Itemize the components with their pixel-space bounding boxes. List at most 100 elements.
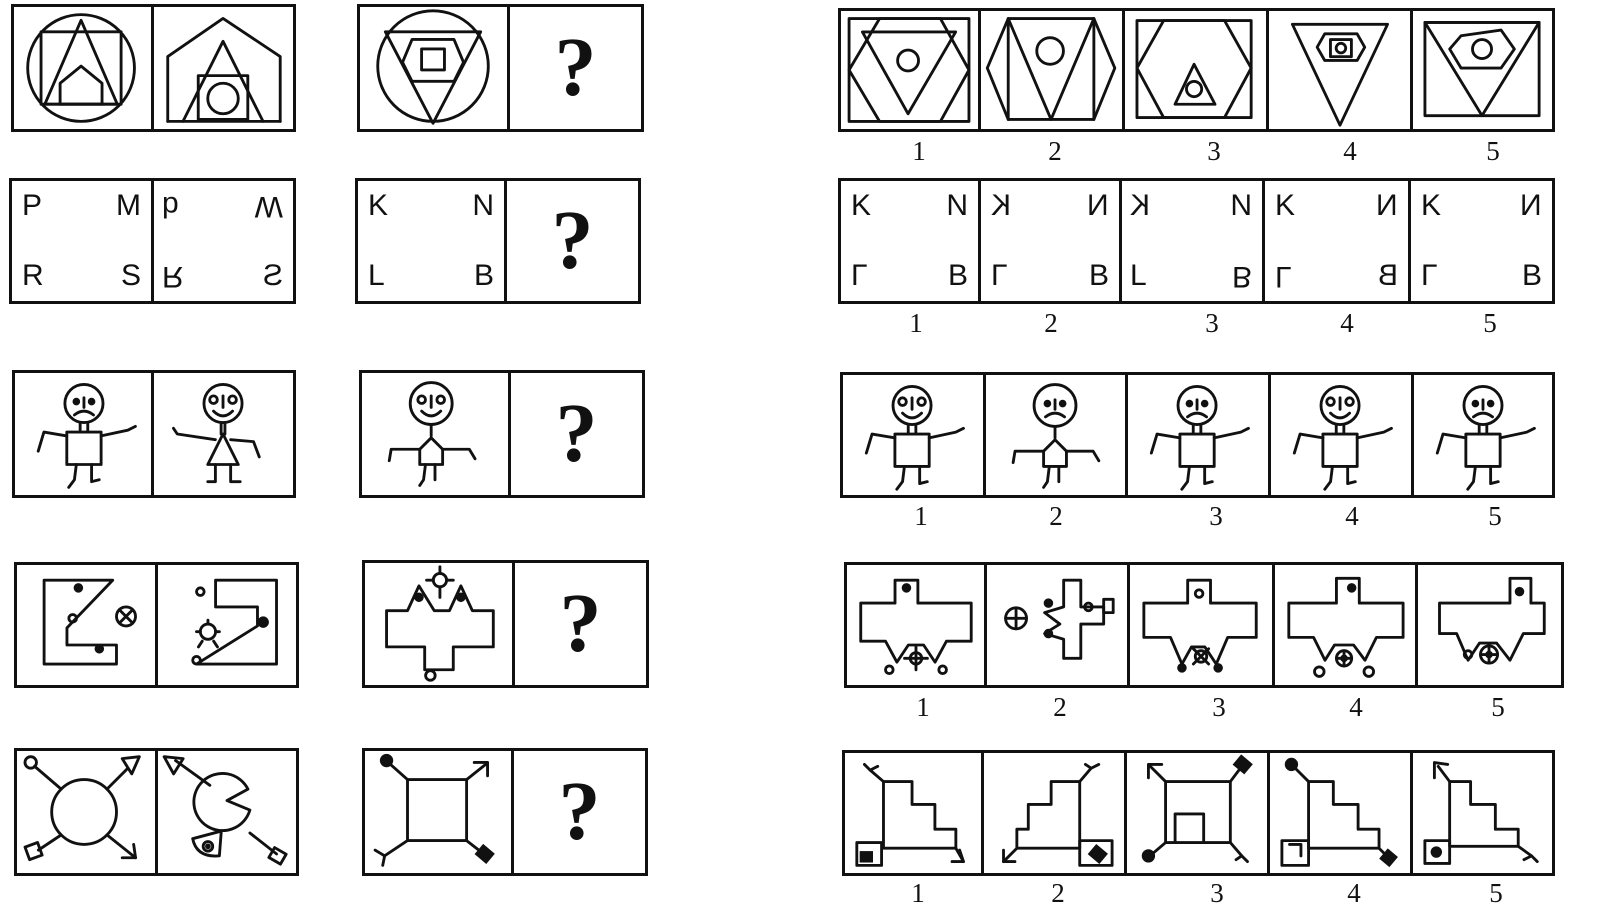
option-number: 3: [1210, 878, 1224, 908]
row1-option-4[interactable]: [1266, 8, 1413, 132]
row3-option-1[interactable]: [840, 372, 986, 498]
question-mark: ?: [551, 194, 594, 287]
letter: B: [947, 259, 968, 292]
row5-answer-slot[interactable]: ?: [511, 748, 648, 876]
row1-option-3[interactable]: [1122, 8, 1269, 132]
row1-option-2[interactable]: [978, 8, 1126, 132]
letter: N: [946, 189, 968, 222]
row1-option-5[interactable]: [1410, 8, 1555, 132]
row2-option-1[interactable]: K N Г B: [838, 178, 981, 304]
row4-option-5[interactable]: [1415, 562, 1564, 688]
row4-option-2[interactable]: [984, 562, 1130, 688]
row5-option-2[interactable]: [981, 750, 1127, 876]
row3-option-4[interactable]: [1268, 372, 1414, 498]
option-number: 1: [912, 136, 926, 166]
letter: B: [1377, 259, 1398, 292]
question-mark: ?: [554, 21, 597, 114]
row4-option-3[interactable]: [1127, 562, 1275, 688]
option-number: 3: [1207, 136, 1221, 166]
row1-example-b: [151, 4, 296, 132]
option-number: 5: [1483, 308, 1497, 338]
letter: B: [1521, 259, 1542, 292]
option-number: 3: [1212, 692, 1226, 722]
row1-option-1[interactable]: [838, 8, 981, 132]
letter: b: [162, 190, 179, 223]
letter: L: [368, 259, 385, 292]
row2-option-3[interactable]: K N L B: [1119, 178, 1265, 304]
notched-shape-with-dots-icon: [42, 578, 137, 666]
row2-example-b: b W R S: [151, 178, 296, 304]
letter: Г: [1421, 259, 1438, 292]
letter: R: [22, 259, 44, 292]
stick-figure-icon: [1011, 383, 1101, 489]
letter: K: [1275, 189, 1296, 222]
row1-example-a: [11, 4, 154, 132]
stick-figure-icon: [1292, 384, 1393, 491]
row4-example-a: [14, 562, 158, 688]
shape-with-corner-arrows-icon: [373, 753, 495, 867]
row4-option-4[interactable]: [1272, 562, 1418, 688]
letter: N: [1376, 189, 1398, 222]
row5-option-1[interactable]: [842, 750, 984, 876]
letter: Г: [851, 259, 868, 292]
letter: K: [851, 189, 872, 222]
row2-task: K N L B: [355, 178, 507, 304]
option-number: 4: [1345, 501, 1359, 531]
option-number: 5: [1486, 136, 1500, 166]
row4-answer-slot[interactable]: ?: [512, 560, 649, 688]
row3-answer-slot[interactable]: ?: [508, 370, 645, 498]
circle-triangle-hexagon-square-icon: [376, 9, 490, 125]
letter: L: [1130, 259, 1147, 292]
option-number: 4: [1343, 136, 1357, 166]
letter: M: [116, 189, 141, 222]
row2-answer-slot[interactable]: ?: [504, 178, 641, 304]
stick-figure-icon: [36, 383, 137, 489]
letter: W: [254, 190, 283, 223]
letter: K: [368, 189, 389, 222]
option-number: 1: [909, 308, 923, 338]
option-number: 1: [914, 501, 928, 531]
row5-option-4[interactable]: [1267, 750, 1413, 876]
option-number: 5: [1489, 878, 1503, 908]
row3-option-3[interactable]: [1125, 372, 1271, 498]
row2-option-5[interactable]: K N Г B: [1408, 178, 1555, 304]
letter: R: [162, 260, 184, 293]
row4-option-1[interactable]: [844, 562, 987, 688]
stick-figure-icon: [172, 383, 261, 484]
letter: N: [1230, 189, 1252, 222]
option-number: 1: [916, 692, 930, 722]
row5-example-b: [155, 748, 299, 876]
letter: L: [1275, 260, 1292, 293]
letter: S: [262, 259, 283, 292]
option-number: 4: [1340, 308, 1354, 338]
letter: N: [1087, 189, 1109, 222]
letter: N: [472, 189, 494, 222]
shape-with-corner-arrows-icon: [23, 755, 141, 862]
option-number: 1: [911, 878, 925, 908]
row1-task: [357, 4, 510, 132]
letter: Г: [991, 259, 1008, 292]
row2-option-2[interactable]: K N Г B: [978, 178, 1122, 304]
stick-figure-icon: [387, 381, 477, 487]
question-mark: ?: [558, 765, 601, 858]
row2-option-4[interactable]: K N L B: [1262, 178, 1411, 304]
row1-answer-slot[interactable]: ?: [507, 4, 644, 132]
option-number: 2: [1048, 136, 1062, 166]
question-mark: ?: [559, 577, 602, 670]
letter: S: [120, 259, 141, 292]
row3-option-2[interactable]: [983, 372, 1128, 498]
shape-with-corner-arrows-icon: [162, 755, 288, 866]
stick-figure-icon: [1149, 384, 1250, 491]
letter: B: [473, 259, 494, 292]
letter: P: [22, 189, 43, 222]
option-number: 4: [1349, 692, 1363, 722]
option-number: 2: [1051, 878, 1065, 908]
letter: B: [1088, 259, 1109, 292]
row5-option-3[interactable]: [1124, 750, 1270, 876]
stick-figure-icon: [1435, 384, 1536, 491]
row3-example-a: [12, 370, 154, 498]
row3-option-5[interactable]: [1411, 372, 1555, 498]
row5-option-5[interactable]: [1410, 750, 1555, 876]
row2-example-a: P M R S: [9, 178, 154, 304]
option-number: 3: [1209, 501, 1223, 531]
